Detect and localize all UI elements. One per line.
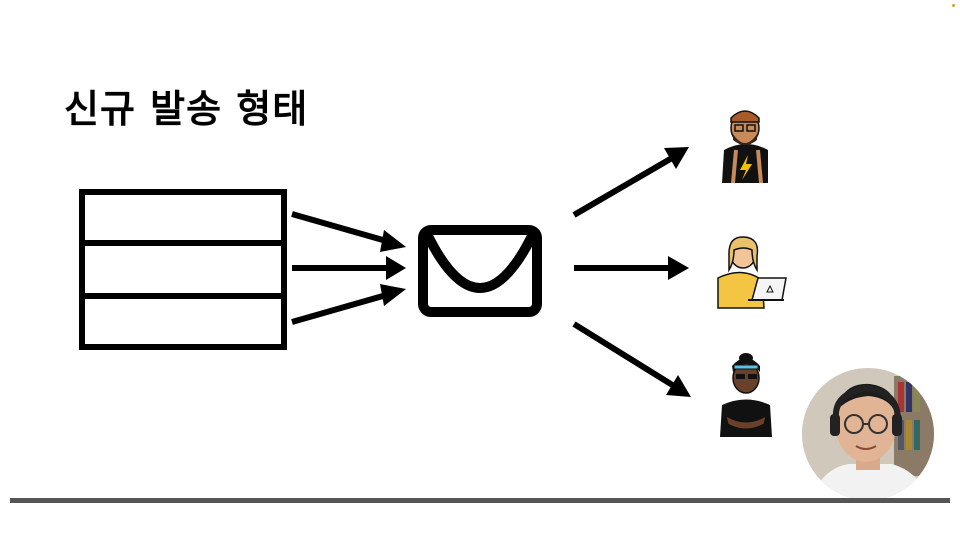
progress-bar [10, 498, 950, 503]
incoming-arrow-top [291, 211, 406, 252]
incoming-arrow-bottom [291, 284, 406, 325]
presenter-avatar [802, 368, 934, 500]
person-arms-crossed-avatar-icon [720, 353, 772, 437]
envelope-icon [418, 225, 542, 317]
stacked-rows-icon [79, 189, 287, 350]
outgoing-arrow-top [572, 147, 689, 218]
incoming-arrow-middle [292, 256, 406, 280]
accent-dot [952, 4, 955, 7]
slide-title: 신규 발송 형태 [64, 87, 309, 131]
woman-with-laptop-avatar-icon [717, 236, 787, 309]
presenter-webcam [802, 368, 934, 500]
outgoing-arrow-middle [574, 256, 689, 280]
bearded-man-avatar-icon [722, 110, 768, 184]
outgoing-arrow-bottom [572, 321, 691, 397]
